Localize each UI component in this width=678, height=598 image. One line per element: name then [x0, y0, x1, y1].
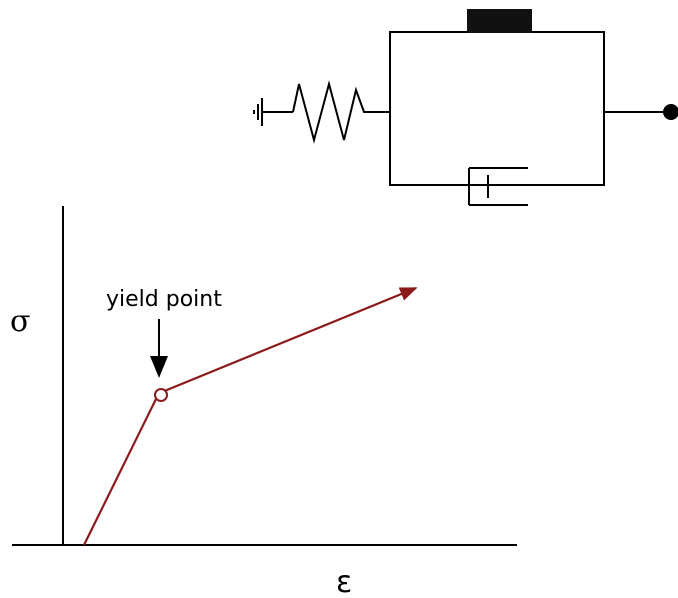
yield-pointer-arrowhead-icon: [150, 356, 168, 378]
friction-slider-block: [467, 9, 532, 33]
hardening-segment: [161, 286, 418, 394]
terminal-dot: [663, 104, 678, 120]
y-axis-label: σ: [10, 304, 30, 339]
ground-icon: [253, 98, 293, 126]
dashpot-element: [468, 167, 528, 206]
mechanical-model: [253, 9, 678, 206]
plot: σ ε yield point: [10, 206, 517, 598]
yield-point-marker: [154, 388, 168, 402]
yield-point-label: yield point: [106, 287, 222, 312]
parallel-frame: [389, 31, 605, 186]
elastic-segment: [83, 396, 158, 546]
spring-element: [292, 80, 390, 144]
x-axis-label: ε: [336, 565, 352, 598]
